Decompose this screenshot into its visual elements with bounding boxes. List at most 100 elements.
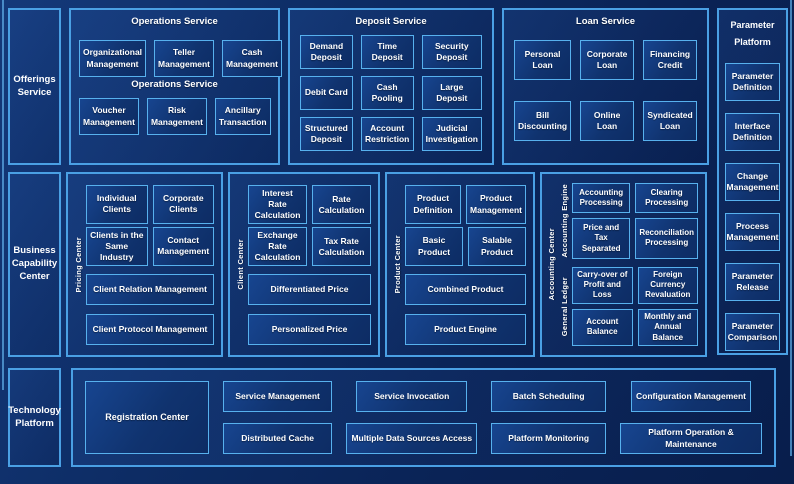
online-loan-box: Online Loan bbox=[580, 101, 635, 141]
tech-column-3: Batch Scheduling Platform Monitoring bbox=[491, 381, 606, 454]
product-center-row-1: Product Definition Product Management bbox=[405, 185, 526, 224]
product-center-panel: Product Center Product Definition Produc… bbox=[385, 172, 535, 357]
batch-scheduling-box: Batch Scheduling bbox=[491, 381, 606, 412]
loan-service-grid: Personal Loan Corporate Loan Financing C… bbox=[514, 40, 697, 141]
general-ledger-grid: Carry-over of Profit and Loss Foreign Cu… bbox=[572, 266, 698, 346]
technology-platform-label: Technology Platform bbox=[8, 368, 61, 467]
accounting-center-groups: Accounting Engine Accounting Processing … bbox=[557, 178, 700, 351]
pricing-center-panel: Pricing Center Individual Clients Corpor… bbox=[66, 172, 223, 357]
reconciliation-processing-box: Reconciliation Processing bbox=[635, 218, 698, 259]
service-management-box: Service Management bbox=[223, 381, 333, 412]
risk-management-box: Risk Management bbox=[146, 98, 207, 135]
cash-management-box: Cash Management bbox=[222, 40, 282, 77]
accounting-engine-group: Accounting Engine Accounting Processing … bbox=[557, 183, 698, 259]
client-center-label-strip: Client Center bbox=[233, 178, 248, 351]
corporate-clients-box: Corporate Clients bbox=[152, 185, 214, 224]
loan-service-title: Loan Service bbox=[575, 16, 636, 27]
product-management-box: Product Management bbox=[466, 185, 526, 224]
teller-management-box: Teller Management bbox=[154, 40, 214, 77]
deposit-service-title: Deposit Service bbox=[355, 16, 427, 27]
operations-service-mid-label: Operations Service bbox=[131, 79, 218, 90]
cash-pooling-box: Cash Pooling bbox=[360, 76, 414, 110]
client-center-label: Client Center bbox=[236, 239, 245, 290]
tech-column-1: Service Management Distributed Cache bbox=[223, 381, 333, 454]
distributed-cache-box: Distributed Cache bbox=[223, 423, 333, 454]
multiple-data-sources-access-box: Multiple Data Sources Access bbox=[346, 423, 478, 454]
clients-same-industry-box: Clients in the Same Industry bbox=[86, 226, 148, 266]
process-management-box: Process Management bbox=[725, 213, 780, 252]
configuration-management-box: Configuration Management bbox=[630, 381, 752, 412]
technology-platform-row: Technology Platform Registration Center … bbox=[8, 368, 776, 467]
general-ledger-label-strip: General Ledger bbox=[557, 267, 572, 346]
client-protocol-management-box: Client Protocol Management bbox=[86, 314, 214, 345]
product-center-content: Product Definition Product Management Ba… bbox=[405, 178, 528, 351]
contact-management-box: Contact Management bbox=[152, 226, 214, 266]
pricing-center-row-1: Individual Clients Corporate Clients bbox=[86, 185, 214, 224]
client-center-row-1: Interest Rate Calculation Rate Calculati… bbox=[248, 185, 371, 225]
parameter-platform-title: Parameter Platform bbox=[730, 20, 775, 48]
deposit-service-panel: Deposit Service Demand Deposit Time Depo… bbox=[288, 8, 494, 165]
general-ledger-group: General Ledger Carry-over of Profit and … bbox=[557, 266, 698, 346]
right-frame-line bbox=[790, 0, 792, 456]
pricing-center-label-strip: Pricing Center bbox=[71, 178, 86, 351]
account-balance-box: Account Balance bbox=[572, 308, 633, 346]
client-center-content: Interest Rate Calculation Rate Calculati… bbox=[248, 178, 373, 351]
corporate-loan-box: Corporate Loan bbox=[580, 40, 635, 80]
tax-rate-calculation-box: Tax Rate Calculation bbox=[312, 227, 371, 267]
pricing-center-content: Individual Clients Corporate Clients Cli… bbox=[86, 178, 216, 351]
structured-deposit-box: Structured Deposit bbox=[300, 117, 353, 151]
financing-credit-box: Financing Credit bbox=[643, 40, 697, 80]
service-invocation-box: Service Invocation bbox=[356, 381, 468, 412]
large-deposit-box: Large Deposit bbox=[421, 76, 482, 110]
carry-over-profit-loss-box: Carry-over of Profit and Loss bbox=[572, 266, 633, 304]
registration-center-box: Registration Center bbox=[85, 381, 209, 454]
accounting-center-label-strip: Accounting Center bbox=[545, 178, 557, 351]
accounting-engine-label: Accounting Engine bbox=[560, 184, 569, 258]
offerings-service-row: Offerings Service Operations Service Org… bbox=[8, 8, 711, 165]
bill-discounting-box: Bill Discounting bbox=[514, 101, 572, 141]
general-ledger-label: General Ledger bbox=[560, 276, 569, 336]
price-tax-separated-box: Price and Tax Separated bbox=[572, 218, 631, 259]
organizational-management-box: Organizational Management bbox=[79, 40, 147, 77]
ancillary-transaction-box: Ancillary Transaction bbox=[214, 98, 271, 135]
client-center-row-2: Exchange Rate Calculation Tax Rate Calcu… bbox=[248, 227, 371, 267]
time-deposit-box: Time Deposit bbox=[360, 35, 414, 69]
security-deposit-box: Security Deposit bbox=[421, 35, 482, 69]
rate-calculation-box: Rate Calculation bbox=[312, 185, 371, 225]
accounting-engine-grid: Accounting Processing Clearing Processin… bbox=[572, 183, 698, 259]
loan-service-panel: Loan Service Personal Loan Corporate Loa… bbox=[502, 8, 709, 165]
parameter-release-box: Parameter Release bbox=[725, 263, 780, 302]
accounting-center-panel: Accounting Center Accounting Engine Acco… bbox=[540, 172, 707, 357]
interest-rate-calculation-box: Interest Rate Calculation bbox=[248, 185, 307, 225]
operations-service-panel: Operations Service Organizational Manage… bbox=[69, 8, 282, 165]
operations-service-title: Operations Service bbox=[131, 16, 218, 27]
salable-product-box: Salable Product bbox=[468, 227, 526, 266]
individual-clients-box: Individual Clients bbox=[86, 185, 148, 224]
syndicated-loan-box: Syndicated Loan bbox=[643, 101, 697, 141]
basic-product-box: Basic Product bbox=[405, 227, 463, 266]
pricing-center-row-2: Clients in the Same Industry Contact Man… bbox=[86, 226, 214, 266]
product-center-row-2: Basic Product Salable Product bbox=[405, 227, 526, 266]
operations-row-2: Voucher Management Risk Management Ancil… bbox=[79, 98, 271, 135]
judicial-investigation-box: Judicial Investigation bbox=[421, 117, 482, 151]
parameter-platform-panel: Parameter Platform Parameter Definition … bbox=[717, 8, 788, 355]
debit-card-box: Debit Card bbox=[300, 76, 353, 110]
foreign-currency-revaluation-box: Foreign Currency Revaluation bbox=[637, 266, 698, 304]
product-center-label-strip: Product Center bbox=[390, 178, 405, 351]
tech-column-4: Configuration Management Platform Operat… bbox=[620, 381, 762, 454]
pricing-center-label: Pricing Center bbox=[74, 236, 83, 293]
client-center-panel: Client Center Interest Rate Calculation … bbox=[228, 172, 380, 357]
business-capability-center-label: Business Capability Center bbox=[8, 172, 61, 357]
business-capability-row: Business Capability Center Pricing Cente… bbox=[8, 172, 711, 357]
change-management-box: Change Management bbox=[725, 163, 780, 202]
voucher-management-box: Voucher Management bbox=[79, 98, 139, 135]
product-engine-box: Product Engine bbox=[405, 314, 526, 345]
account-restriction-box: Account Restriction bbox=[360, 117, 414, 151]
personal-loan-box: Personal Loan bbox=[514, 40, 572, 80]
product-center-label: Product Center bbox=[393, 235, 402, 294]
parameter-comparison-box: Parameter Comparison bbox=[725, 313, 780, 352]
personalized-price-box: Personalized Price bbox=[248, 314, 371, 346]
deposit-service-grid: Demand Deposit Time Deposit Security Dep… bbox=[300, 35, 482, 151]
left-frame-line bbox=[2, 0, 4, 390]
